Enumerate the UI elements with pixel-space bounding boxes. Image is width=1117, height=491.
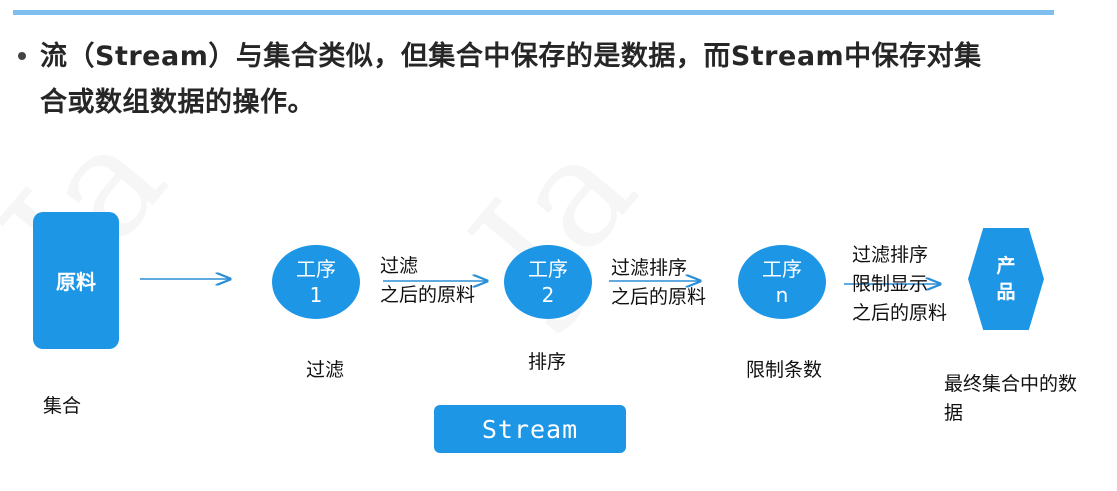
heading-line-2: 合或数组数据的操作。 [40, 87, 315, 118]
edge-2-line1: 过滤排序 [611, 257, 688, 279]
heading-text: 流（Stream）与集合类似，但集合中保存的是数据，而Stream中保存对集 合… [40, 34, 1050, 126]
edge-1-label: 过滤 之后的原料 [380, 252, 475, 310]
edge-3-line2: 限制显示 [852, 273, 929, 295]
process-2-line1: 工序 [528, 257, 568, 281]
process-1-caption: 过滤 [306, 359, 345, 381]
product-caption-line1: 最终集合中的数 [944, 373, 1078, 395]
edge-2-line2: 之后的原料 [611, 286, 707, 308]
edge-1-line2: 之后的原料 [380, 284, 476, 306]
stream-label-box: Stream [434, 405, 626, 453]
product-line1: 产 [996, 255, 1016, 277]
heading-line-1: 流（Stream）与集合类似，但集合中保存的是数据，而Stream中保存对集 [40, 41, 982, 72]
process-n-line1: 工序 [762, 257, 802, 281]
process-node-n: 工序 n [738, 245, 826, 319]
process-1-line1: 工序 [296, 257, 336, 281]
product-caption: 最终集合中的数 据 [944, 370, 1077, 428]
stream-label: Stream [481, 414, 579, 444]
raw-material-label: 原料 [56, 270, 96, 294]
edge-1-line1: 过滤 [380, 255, 419, 277]
process-n-line2: n [775, 283, 789, 307]
product-line2: 品 [996, 281, 1016, 303]
process-node-2: 工序 2 [504, 245, 592, 319]
top-divider-bar [13, 10, 1054, 15]
edge-3-line1: 过滤排序 [852, 244, 929, 266]
process-2-caption: 排序 [528, 351, 567, 373]
process-1-line2: 1 [309, 283, 323, 307]
raw-material-box: 原料 [33, 212, 119, 349]
bullet-dot [18, 52, 26, 60]
process-n-caption: 限制条数 [746, 359, 823, 381]
process-node-1: 工序 1 [272, 245, 360, 319]
product-caption-line2: 据 [944, 402, 964, 424]
edge-3-label: 过滤排序 限制显示 之后的原料 [852, 241, 947, 328]
edge-2-label: 过滤排序 之后的原料 [611, 254, 706, 312]
edge-3-line3: 之后的原料 [852, 302, 948, 324]
raw-caption: 集合 [43, 395, 82, 417]
process-2-line2: 2 [541, 283, 555, 307]
product-hexagon: 产 品 [968, 228, 1044, 330]
